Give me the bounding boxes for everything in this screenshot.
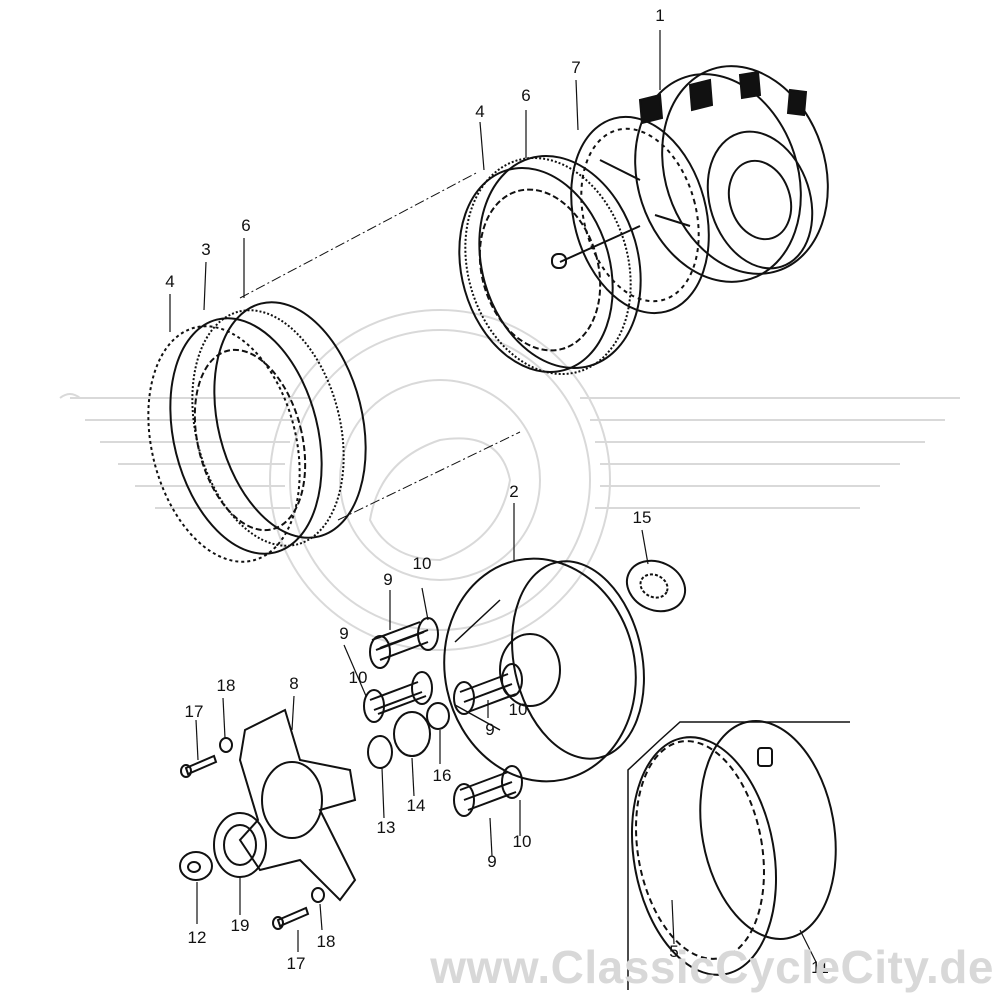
- bolts-washers: [180, 737, 325, 930]
- callout-part-4-upper: 4: [475, 102, 485, 121]
- clutch-center-hub: [443, 557, 645, 783]
- callout-part-10-a: 10: [412, 554, 432, 573]
- callout-part-9-b: 9: [339, 624, 349, 643]
- callout-part-12: 12: [187, 928, 207, 947]
- callout-part-5: 5: [669, 942, 679, 961]
- callout-part-9-d: 9: [487, 852, 497, 871]
- callout-part-17-b: 17: [286, 954, 306, 973]
- clutch-springs: [363, 617, 523, 817]
- callout-part-4-lower: 4: [165, 272, 175, 291]
- callout-part-10-d: 10: [512, 832, 532, 851]
- background-logo: [59, 309, 960, 651]
- callout-part-13: 13: [376, 818, 396, 837]
- callout-part-14: 14: [406, 796, 426, 815]
- callout-part-18-a: 18: [216, 676, 236, 695]
- bearing: [213, 812, 267, 878]
- callout-part-11: 11: [811, 958, 829, 977]
- callout-part-15: 15: [632, 508, 652, 527]
- inset-box: [627, 720, 850, 990]
- callout-part-6-lower: 6: [241, 216, 251, 235]
- callout-part-18-b: 18: [316, 932, 336, 951]
- nut-washers: [367, 702, 450, 769]
- callout-part-10-c: 10: [508, 700, 528, 719]
- alignment-lines: [239, 171, 521, 521]
- primary-driven-gear: [551, 115, 710, 315]
- callout-part-10-b: 10: [348, 668, 368, 687]
- callout-part-19: 19: [230, 916, 250, 935]
- callout-part-7: 7: [571, 58, 581, 77]
- callout-part-9-a: 9: [383, 570, 393, 589]
- clutch-outer: [634, 65, 829, 283]
- callout-part-6-upper: 6: [521, 86, 531, 105]
- callout-part-16: 16: [432, 766, 452, 785]
- watermark-text: www.ClassicCycleCity.de: [430, 941, 994, 993]
- callout-part-9-c: 9: [485, 720, 495, 739]
- callout-part-3: 3: [201, 240, 211, 259]
- upper-plate-stack: [458, 154, 642, 376]
- lifter-plate: [238, 708, 357, 902]
- callout-part-8: 8: [289, 674, 299, 693]
- lock-washer: [625, 559, 687, 613]
- callout-part-1: 1: [655, 6, 665, 25]
- washer-12: [179, 851, 213, 881]
- lower-plate-stack: [147, 301, 367, 563]
- callout-part-2: 2: [509, 482, 519, 501]
- callout-part-17-a: 17: [184, 702, 204, 721]
- leader-lines: [169, 30, 817, 963]
